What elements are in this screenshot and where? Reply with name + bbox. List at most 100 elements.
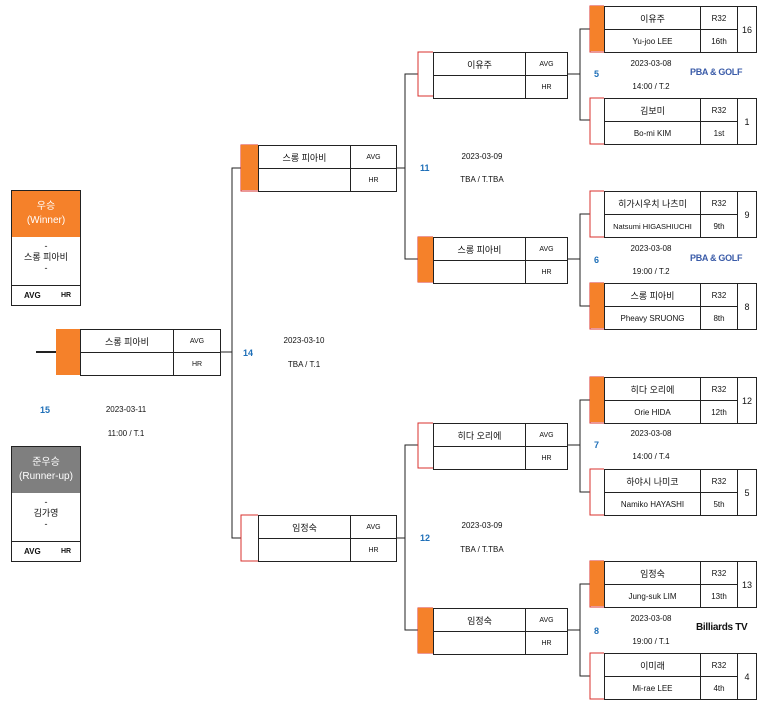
m8-p2-seed-box: 4 [737, 653, 757, 700]
m8-p1-rank: 13th [711, 591, 727, 601]
m8-p2-box[interactable]: 이미래 Mi-rae LEE R32 4th [604, 653, 738, 700]
sf-top-player-box[interactable]: 스롱 피아비 AVG HR [258, 145, 397, 192]
m5-p2-rank: 1st [713, 128, 725, 138]
m7-p2-box[interactable]: 하야시 나미코 Namiko HAYASHI R32 5th [604, 469, 738, 516]
m7-p1-name-en: Orie HIDA [634, 407, 671, 417]
m6-p2-box[interactable]: 스롱 피아비 Pheavy SRUONG R32 8th [604, 283, 738, 330]
m5-p2-round: R32 [711, 105, 727, 115]
m7-p2-seed: 5 [744, 487, 750, 498]
m6-match-number: 6 [594, 255, 600, 265]
m8-p2-seed: 4 [744, 671, 750, 682]
qf12-top-player-box[interactable]: 히다 오리에 AVG HR [433, 423, 568, 470]
sf-top-player-name: 스롱 피아비 [282, 152, 327, 163]
m8-p1-box[interactable]: 임정숙 Jung-suk LIM R32 13th [604, 561, 738, 608]
qf11-top-avg-label: AVG [539, 60, 554, 68]
final-avg-label: AVG [189, 337, 205, 345]
final-seed-bar [56, 329, 80, 375]
m8-p2-round: R32 [711, 660, 727, 670]
sf-top-seed-bar [241, 145, 258, 190]
qf12-top-player-name: 히다 오리에 [457, 430, 502, 441]
qf11-top-player-box[interactable]: 이유주 AVG HR [433, 52, 568, 99]
m5-p2-seed: 1 [744, 116, 750, 127]
winner-title: 우승 [36, 201, 56, 212]
m6-p1-seed-box: 9 [737, 191, 757, 238]
winner-dash-top: - [44, 241, 48, 251]
m8-p1-name-kr: 임정숙 [640, 568, 665, 579]
m5-p2-box[interactable]: 김보미 Bo-mi KIM R32 1st [604, 98, 738, 145]
m6-p1-round: R32 [711, 198, 727, 208]
m6-broadcaster-logo: PBA & GOLF [690, 253, 743, 263]
qf11-date: 2023-03-09 [461, 152, 503, 161]
m5-p1-name-kr: 이유주 [640, 13, 665, 24]
winner-header: 우승 (Winner) [12, 191, 80, 237]
m5-broadcaster-logo: PBA & GOLF [690, 67, 743, 77]
m5-p1-name-en: Yu-joo LEE [632, 36, 673, 46]
m8-p2-rank: 4th [713, 683, 725, 693]
runnerup-card: 준우승 (Runner-up) - 김가영 - AVG HR [11, 446, 81, 562]
final-match-number: 15 [40, 405, 51, 415]
m7-p2-rank: 5th [713, 499, 725, 509]
m7-p2-seed-box: 5 [737, 469, 757, 516]
winner-hr-label: HR [61, 292, 72, 299]
qf12-bottom-avg-label: AVG [539, 616, 554, 624]
m7-p1-round: R32 [711, 384, 727, 394]
qf12-bottom-player-name: 임정숙 [467, 615, 492, 626]
final-player-box[interactable]: 스롱 피아비 AVG HR [80, 329, 221, 376]
qf11-bottom-avg-label: AVG [539, 245, 554, 253]
runnerup-name: 김가영 [33, 508, 59, 518]
m8-p1-round: R32 [711, 568, 727, 578]
m6-p2-round: R32 [711, 290, 727, 300]
qf11-bottom-hr-label: HR [541, 268, 552, 276]
m8-broadcaster-logo: Billiards TV [696, 622, 748, 633]
qf12-date: 2023-03-09 [461, 521, 503, 530]
qf11-bottom-player-name: 스롱 피아비 [457, 244, 502, 255]
m7-p2-name-kr: 하야시 나미코 [626, 476, 679, 487]
final-player-name: 스롱 피아비 [105, 336, 149, 347]
m8-p1-name-en: Jung-suk LIM [628, 591, 677, 601]
winner-card: 우승 (Winner) - 스롱 피아비 - AVG HR [11, 190, 81, 306]
qf12-bottom-player-box[interactable]: 임정숙 AVG HR [433, 608, 568, 655]
sf-bottom-player-box[interactable]: 임정숙 AVG HR [258, 515, 397, 562]
m8-time: 19:00 / T.1 [632, 637, 670, 646]
m5-p1-box[interactable]: 이유주 Yu-joo LEE R32 16th [604, 6, 738, 53]
m6-p2-rank: 8th [713, 313, 725, 323]
m6-p1-box[interactable]: 히가시우치 나츠미 Natsumi HIGASHIUCHI R32 9th [604, 191, 738, 238]
m5-p1-rank: 16th [711, 36, 727, 46]
runnerup-dash-bottom: - [44, 519, 48, 529]
m7-p1-seed: 12 [741, 395, 752, 406]
m6-p2-seed: 8 [744, 301, 750, 312]
qf12-time: TBA / T.TBA [460, 545, 504, 554]
m6-p1-name-kr: 히가시우치 나츠미 [618, 198, 687, 209]
m8-p2-name-kr: 이미래 [640, 660, 665, 671]
m5-p2-name-en: Bo-mi KIM [633, 128, 672, 138]
runnerup-dash-top: - [44, 497, 48, 507]
m8-p1-seed-box: 13 [737, 561, 757, 608]
sf-top-avg-label: AVG [366, 153, 381, 161]
m5-p1-seed-bar [590, 6, 604, 51]
m7-p1-name-kr: 히다 오리에 [630, 384, 675, 395]
m8-p1-seed-bar [590, 561, 604, 606]
runnerup-avg-label: AVG [24, 547, 41, 556]
m6-p2-seed-box: 8 [737, 283, 757, 330]
m7-p1-rank: 12th [711, 407, 727, 417]
m7-p2-name-en: Namiko HAYASHI [620, 499, 685, 509]
m6-p1-name-en: Natsumi HIGASHIUCHI [613, 221, 692, 231]
m7-date: 2023-03-08 [630, 429, 672, 438]
m6-p2-name-en: Pheavy SRUONG [620, 313, 685, 323]
m7-p1-box[interactable]: 히다 오리에 Orie HIDA R32 12th [604, 377, 738, 424]
qf11-bottom-player-box[interactable]: 스롱 피아비 AVG HR [433, 237, 568, 284]
m7-p2-round: R32 [711, 476, 727, 486]
winner-dash-bottom: - [44, 263, 48, 273]
m5-p1-round: R32 [711, 13, 727, 23]
final-hr-label: HR [191, 360, 203, 368]
m5-p1-seed-box: 16 [737, 6, 757, 53]
qf11-bottom-seed-bar [418, 237, 433, 282]
winner-name: 스롱 피아비 [24, 252, 68, 262]
qf11-match-number: 11 [420, 163, 430, 173]
m5-p2-name-kr: 김보미 [640, 105, 665, 116]
qf12-top-hr-label: HR [541, 454, 552, 462]
m5-time: 14:00 / T.2 [632, 82, 670, 91]
runnerup-header: 준우승 (Runner-up) [12, 447, 80, 493]
sf-top-hr-label: HR [368, 176, 379, 184]
winner-subtitle: (Winner) [26, 215, 66, 226]
